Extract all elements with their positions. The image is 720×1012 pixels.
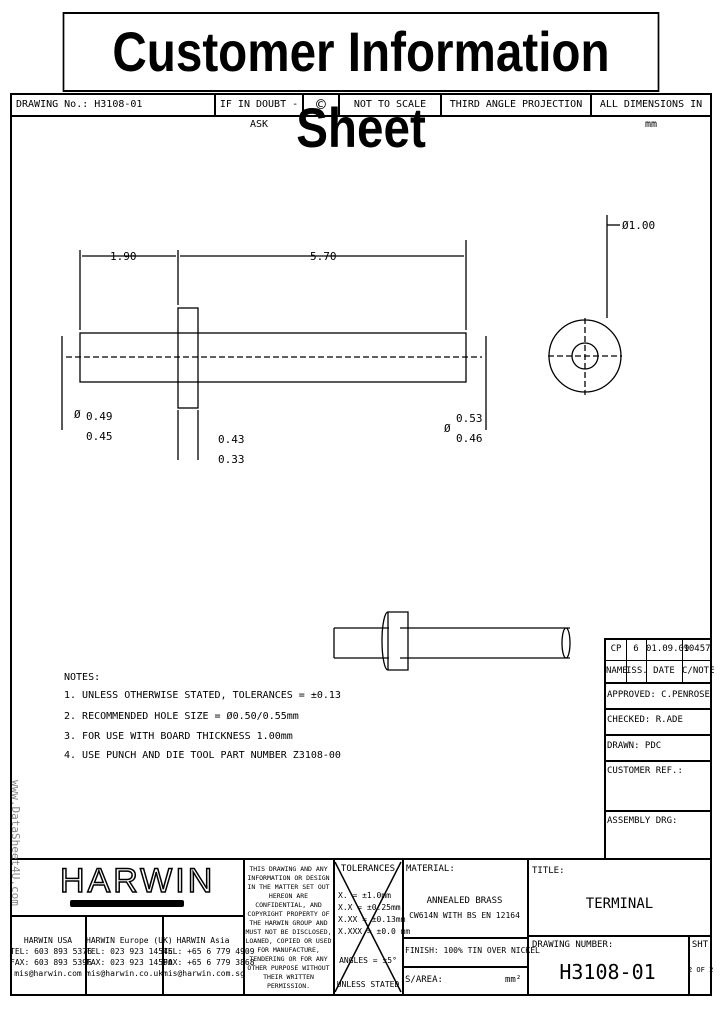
- units-note: ALL DIMENSIONS IN mm: [592, 93, 712, 130]
- projection-note: THIRD ANGLE PROJECTION: [442, 93, 592, 117]
- rev-header-issue: ISS.: [626, 666, 648, 676]
- rev-header-name: NAME: [606, 666, 628, 676]
- harwin-logo: HARWIN: [59, 861, 216, 901]
- customer-ref: CUSTOMER REF.:: [607, 766, 683, 776]
- material-line-1: ANNEALED BRASS: [426, 896, 503, 906]
- rev-date: 01.09.09: [646, 644, 690, 654]
- surface-area-label: S/AREA:: [405, 975, 443, 985]
- dim-0-45: 0.45: [86, 430, 113, 443]
- approved-by: APPROVED: C.PENROSE: [607, 690, 710, 700]
- drawing-number: H3108-01: [559, 960, 656, 984]
- material-line-2: CW614N WITH BS EN 12164: [409, 911, 520, 920]
- watermark: www.DataSheet4U.com: [9, 780, 22, 906]
- title-label: TITLE:: [532, 866, 565, 876]
- rev-header-date: DATE: [653, 666, 675, 676]
- notes-heading: NOTES:: [64, 672, 101, 683]
- copyright-icon: ©: [304, 93, 340, 117]
- surface-area-unit: mm²: [505, 975, 522, 985]
- rev-issue: 6: [633, 644, 639, 654]
- drawn-by: DRAWN: PDC: [607, 741, 662, 751]
- sheet-number: 2 OF 2: [688, 966, 714, 974]
- technical-drawing: 1.90 5.70 Ø1.00 Ø 0.49 0.45 0.43 0.33 Ø …: [61, 215, 655, 671]
- dim-0-46: 0.46: [456, 432, 483, 445]
- rev-cnote: 10457: [683, 644, 711, 654]
- note-3: 3. FOR USE WITH BOARD THICKNESS 1.00mm: [64, 731, 293, 742]
- material-label: MATERIAL:: [406, 864, 455, 874]
- part-title: TERMINAL: [585, 896, 654, 912]
- note-2: 2. RECOMMENDED HOLE SIZE = Ø0.50/0.55mm: [64, 711, 299, 722]
- scale-note: NOT TO SCALE: [340, 93, 442, 117]
- sheet-label: SHT: [691, 940, 709, 950]
- page-title: Customer Information Sheet: [62, 12, 660, 159]
- drawing-number-header: DRAWING No.: H3108-01: [10, 93, 216, 117]
- tolerance-angles: ANGLES = ±5°: [339, 956, 397, 965]
- tolerance-cross: [334, 861, 402, 993]
- dim-phi-right: Ø: [444, 422, 451, 435]
- dim-0-43: 0.43: [218, 433, 245, 446]
- dim-phi-left: Ø: [74, 408, 81, 421]
- dim-0-49: 0.49: [86, 410, 113, 423]
- finish: FINISH: 100% TIN OVER NICKEL: [405, 946, 540, 955]
- dim-1-90: 1.90: [110, 250, 137, 263]
- title-block: [10, 858, 712, 996]
- dim-5-70: 5.70: [310, 250, 337, 263]
- dim-0-53: 0.53: [456, 412, 483, 425]
- rev-name: CP: [610, 644, 622, 654]
- drawing-number-label: DRAWING NUMBER:: [532, 940, 614, 950]
- dim-0-33: 0.33: [218, 453, 245, 466]
- doubt-note: IF IN DOUBT - ASK: [216, 93, 304, 130]
- dim-diameter-1-00: Ø1.00: [622, 219, 655, 232]
- note-4: 4. USE PUNCH AND DIE TOOL PART NUMBER Z3…: [64, 750, 341, 761]
- tolerances-heading: TOLERANCES: [340, 864, 396, 874]
- rev-header-cnote: C/NOTE: [682, 666, 715, 676]
- confidentiality-notice: THIS DRAWING AND ANY INFORMATION OR DESI…: [245, 865, 332, 990]
- assembly-drawing: ASSEMBLY DRG:: [607, 816, 678, 826]
- note-1: 1. UNLESS OTHERWISE STATED, TOLERANCES =…: [64, 690, 341, 701]
- pin-flange: [177, 307, 199, 409]
- tolerance-footer: UNLESS STATED: [336, 980, 400, 989]
- iso-pin: [333, 627, 571, 659]
- logo-underline: [70, 900, 184, 907]
- checked-by: CHECKED: R.ADE: [607, 715, 683, 725]
